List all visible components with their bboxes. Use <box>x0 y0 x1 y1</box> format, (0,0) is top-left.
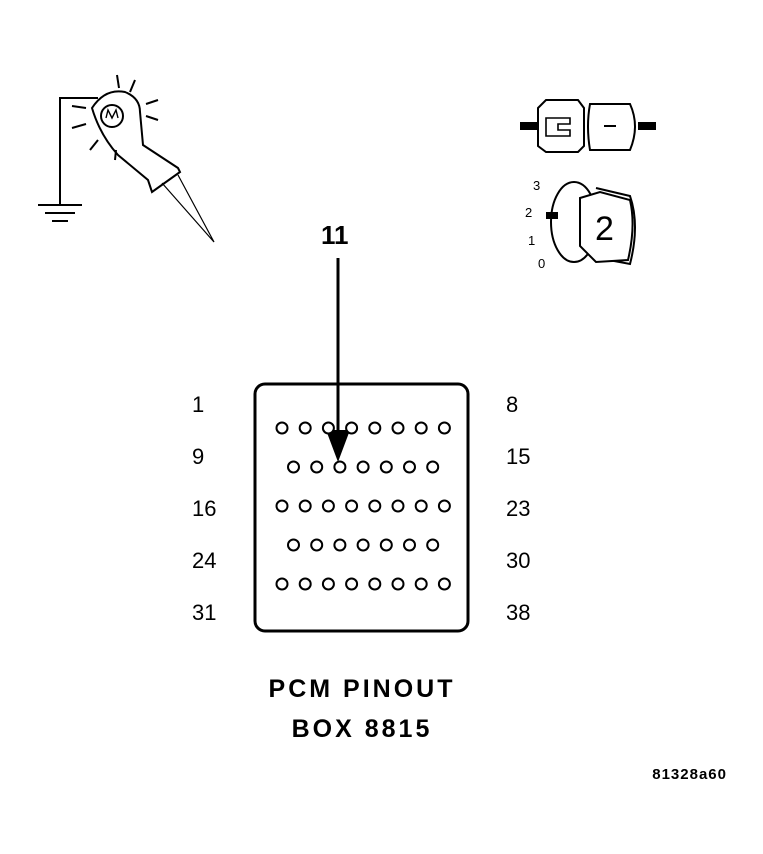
pin-hole <box>391 421 405 435</box>
pin-hole <box>368 499 382 513</box>
figure-code: 81328a60 <box>652 766 727 783</box>
pcm-connector-body <box>253 382 470 633</box>
pin-hole <box>298 499 312 513</box>
pin-hole <box>275 499 289 513</box>
row-3-right-label: 23 <box>506 496 530 521</box>
pin-hole <box>391 577 405 591</box>
pin-hole <box>298 577 312 591</box>
pin-hole <box>379 538 393 552</box>
svg-text:2: 2 <box>595 210 614 248</box>
pin-hole <box>275 577 289 591</box>
pin-hole <box>356 460 370 474</box>
ignition-key-icon: 3 2 1 0 2 <box>525 178 636 271</box>
pin-hole <box>426 460 440 474</box>
pin-hole <box>414 421 428 435</box>
test-light-probe-icon <box>38 74 215 243</box>
row-1-right-label: 8 <box>506 392 518 417</box>
pin-callout-label: 11 <box>321 220 349 250</box>
pin-hole <box>426 538 440 552</box>
pin-hole <box>379 460 393 474</box>
pin-hole <box>414 499 428 513</box>
pin-hole <box>403 538 416 552</box>
pin-hole <box>414 577 428 591</box>
pin-hole <box>368 421 382 435</box>
row-3-left-label: 16 <box>192 496 216 521</box>
pin-hole <box>356 538 370 552</box>
svg-text:0: 0 <box>538 256 545 271</box>
row-5-right-label: 38 <box>506 600 530 625</box>
pin-hole <box>287 460 300 474</box>
pin-hole <box>345 499 359 513</box>
svg-text:2: 2 <box>525 205 532 220</box>
svg-text:1: 1 <box>528 233 535 248</box>
connector-pins <box>275 421 451 591</box>
pin-hole <box>345 421 359 435</box>
pin-hole <box>345 577 359 591</box>
pin-hole <box>333 538 347 552</box>
pin-hole <box>321 499 335 513</box>
pin-hole <box>437 577 451 591</box>
pin-hole <box>368 577 382 591</box>
disconnected-connector-icon <box>520 99 656 153</box>
row-2-right-label: 15 <box>506 444 530 469</box>
row-1-left-label: 1 <box>192 392 204 417</box>
pin-hole <box>333 460 347 474</box>
row-4-right-label: 30 <box>506 548 530 573</box>
pin-hole <box>287 538 300 552</box>
svg-text:3: 3 <box>533 178 540 193</box>
pin-hole <box>437 499 451 513</box>
row-2-left-label: 9 <box>192 444 204 469</box>
row-5-left-label: 31 <box>192 600 216 625</box>
pin-hole <box>391 499 405 513</box>
pin-hole <box>310 538 324 552</box>
pin-hole <box>310 460 324 474</box>
pin-hole <box>298 421 312 435</box>
pin-hole <box>437 421 451 435</box>
pin-hole <box>275 421 289 435</box>
pin-hole <box>321 421 335 435</box>
pin-callout-arrow <box>326 258 350 462</box>
pin-hole <box>403 460 416 474</box>
caption-line-1: PCM PINOUT <box>269 675 456 703</box>
caption-line-2: BOX 8815 <box>292 715 433 743</box>
pin-hole <box>321 577 335 591</box>
row-4-left-label: 24 <box>192 548 216 573</box>
